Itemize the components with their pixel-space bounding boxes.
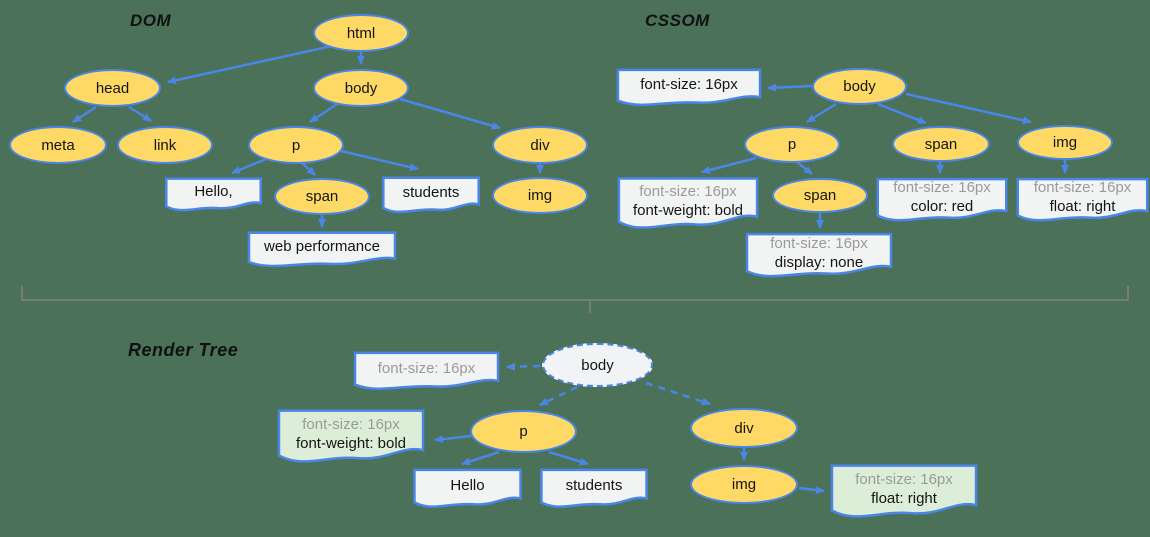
- dom-node-head: head: [64, 69, 161, 107]
- cssom-node-body: body: [812, 68, 907, 105]
- dom-text-webperf: web performance: [247, 231, 397, 269]
- render-node-body: body: [542, 343, 653, 387]
- dom-node-span: span: [274, 178, 370, 215]
- arrow: [701, 156, 757, 174]
- arrow-dashed: [645, 381, 711, 406]
- cssom-node-img: img: [1017, 125, 1113, 160]
- arrow: [461, 450, 500, 466]
- render-node-p: p: [470, 410, 577, 453]
- cssom-node-p: p: [744, 126, 840, 163]
- arrow: [340, 149, 419, 172]
- dom-node-div: div: [492, 126, 588, 164]
- arrow: [806, 102, 837, 124]
- arrow: [548, 450, 589, 466]
- cssom-node-span-child: span: [772, 178, 868, 213]
- arrow: [905, 92, 1032, 125]
- arrow: [434, 434, 472, 444]
- render-style-body: font-size: 16px: [353, 351, 500, 392]
- dom-node-body: body: [313, 69, 409, 107]
- dom-title: DOM: [130, 11, 172, 30]
- merge-bracket: [21, 286, 1129, 313]
- arrow: [128, 105, 152, 123]
- render-text-hello: Hello: [413, 468, 522, 510]
- render-tree-title: Render Tree: [128, 340, 239, 360]
- arrow: [798, 486, 825, 495]
- arrow-dashed: [506, 362, 541, 371]
- render-node-div: div: [690, 408, 798, 448]
- arrow-dashed: [539, 385, 578, 407]
- arrow: [300, 161, 316, 176]
- dom-text-hello: Hello,: [165, 177, 262, 213]
- render-node-img: img: [690, 465, 798, 504]
- arrow: [167, 44, 333, 85]
- arrow: [767, 83, 813, 92]
- dom-text-students: students: [382, 176, 480, 215]
- cssom-style-body: font-size: 16px: [616, 68, 762, 108]
- dom-node-img: img: [492, 177, 588, 214]
- dom-node-meta: meta: [9, 126, 107, 164]
- arrow: [399, 97, 501, 130]
- arrow: [796, 161, 813, 175]
- arrow: [309, 102, 338, 124]
- arrow: [877, 102, 927, 125]
- dom-node-html: html: [313, 14, 409, 52]
- render-text-students: students: [540, 468, 648, 510]
- dom-node-link: link: [117, 126, 213, 164]
- arrow: [72, 105, 97, 124]
- cssom-node-span: span: [892, 126, 990, 162]
- cssom-title: CSSOM: [645, 11, 710, 30]
- dom-node-p: p: [248, 126, 344, 164]
